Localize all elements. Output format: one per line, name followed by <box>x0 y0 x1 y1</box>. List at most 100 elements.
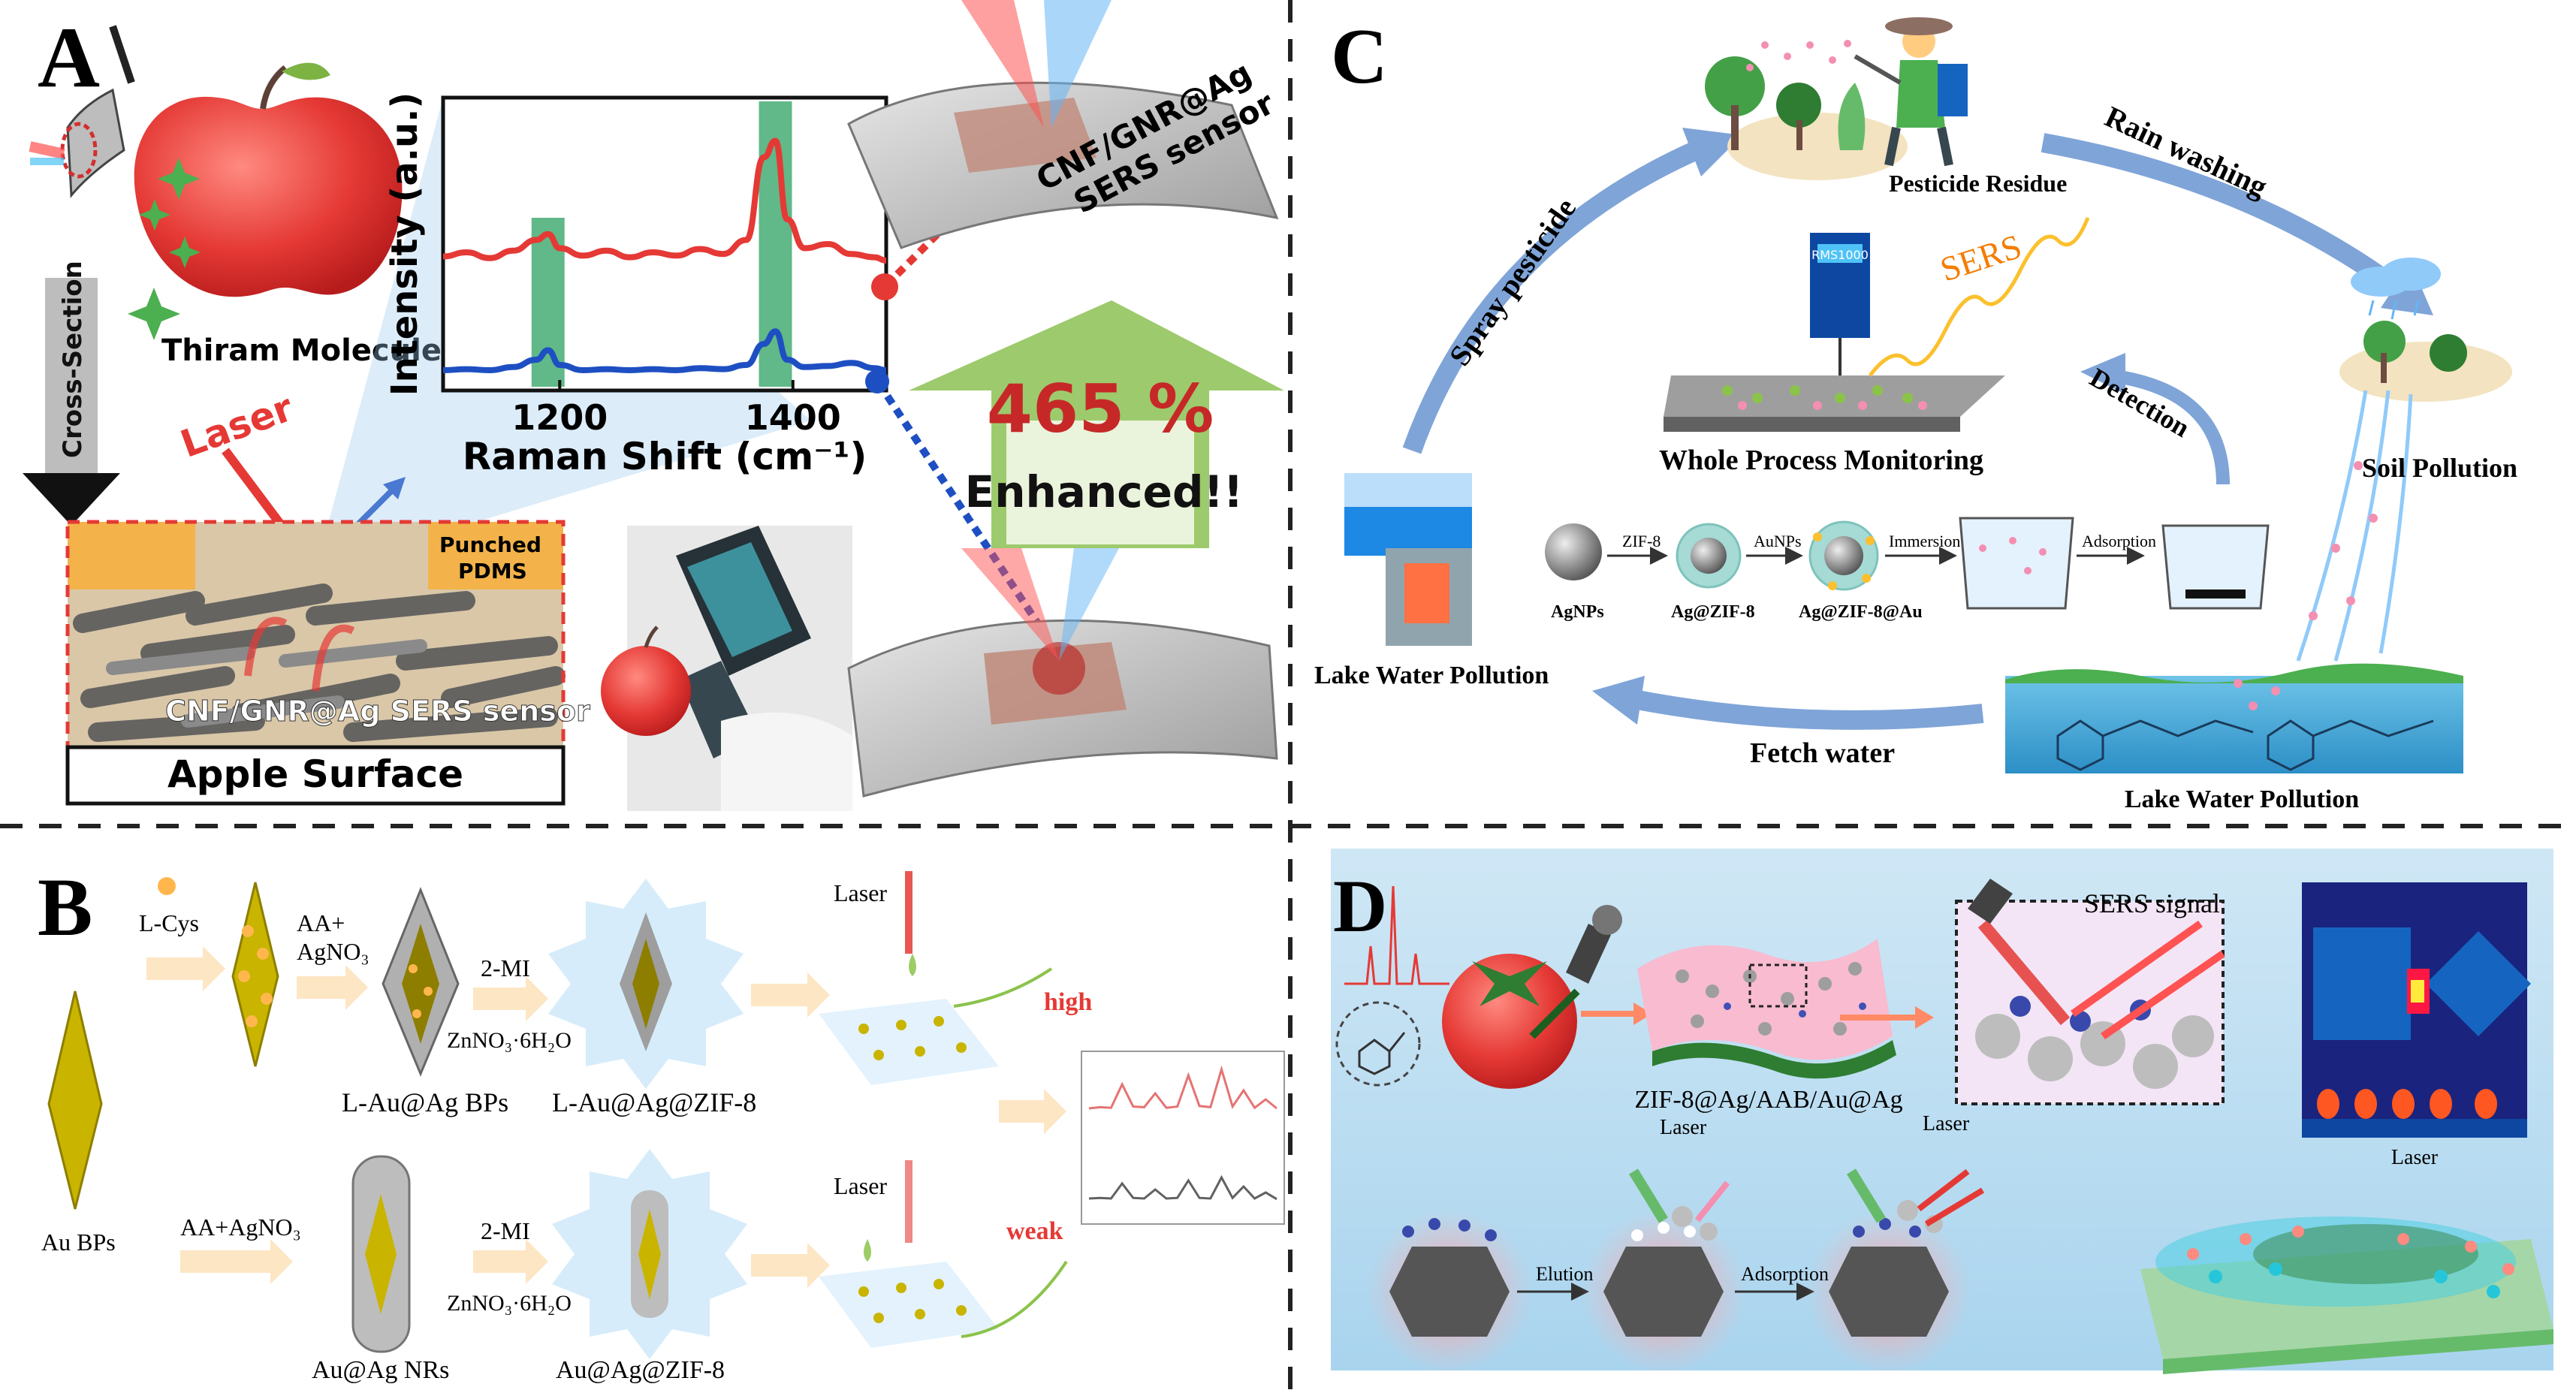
au-bps-label: Au BPs <box>41 1229 116 1256</box>
panel-c: C Spray pesticide Rain washing Detection… <box>1314 12 2517 813</box>
substrate-bottom <box>819 1262 999 1348</box>
apple-icon <box>134 62 403 297</box>
pesticide-residue-label: Pesticide Residue <box>1889 170 2067 197</box>
aa-agno3-top-line1: AA+ <box>297 909 345 936</box>
panel-a: A Thiram Molecule Cross-Section <box>23 0 1284 811</box>
aunps-label: AuNPs <box>1754 532 1802 550</box>
enhance-percent: 465 % <box>987 370 1214 448</box>
fetch-water-label: Fetch water <box>1750 737 1895 769</box>
raman-chart-xlabel: Raman Shift (cm⁻¹) <box>463 435 867 478</box>
laser-probe-d <box>1566 905 1622 984</box>
two-mi-top-label: 2-MI <box>481 954 530 981</box>
aa-agno3-top-line2: AgNO₃ <box>297 938 369 965</box>
panel-d-letter: D <box>1333 864 1387 948</box>
raman-tick-label-1200: 1200 <box>511 397 608 438</box>
cross-section-sensor-label: CNF/GNR@Ag SERS sensor <box>165 695 590 728</box>
aa-agno3-bottom-label: AA+AgNO₃ <box>180 1214 301 1241</box>
substrate-top <box>819 999 999 1085</box>
field-map <box>2302 882 2531 1138</box>
spray-pesticide-arrow <box>1402 137 1709 454</box>
sers-label: SERS <box>1935 227 2026 288</box>
mini-spectrum-d <box>1344 885 1449 985</box>
ag-zif8-au-label: Ag@ZIF-8@Au <box>1799 602 1923 622</box>
spray-pesticide-label: Spray pesticide <box>1443 191 1583 372</box>
two-mi-bottom-label: 2-MI <box>481 1217 530 1244</box>
raman-chart: 1200 1400 Intensity (a.u.) Raman Shift (c… <box>384 92 888 478</box>
adsorption-label-c: Adsorption <box>2082 532 2156 550</box>
laser-label-d3: Laser <box>2391 1146 2439 1169</box>
enhancement-arrow <box>909 300 1284 548</box>
sers-signal-label: SERS signal <box>2084 888 2220 918</box>
au-bp-icon <box>47 990 103 1210</box>
apple-surface-box <box>65 745 566 806</box>
punched-pdms-line1: Punched <box>439 532 541 557</box>
detection-arrow <box>2109 369 2230 485</box>
elution-sequence <box>1367 1168 1985 1374</box>
rms-label: RMS1000 <box>1811 248 1869 262</box>
laser-top-label: Laser <box>834 879 887 906</box>
mini-series-1 <box>1088 1174 1277 1201</box>
laser-bottom-beam <box>905 1160 912 1243</box>
panel-c-letter: C <box>1331 12 1388 100</box>
zif8-label: ZIF-8 <box>1622 532 1661 550</box>
thiram-molecule-label: Thiram Molecule <box>161 333 442 368</box>
enhanced-text: Enhanced!! <box>965 466 1244 517</box>
cross-section-label: Cross-Section <box>58 261 88 458</box>
panel-b-letter: B <box>38 861 92 953</box>
l-cys-label: L-Cys <box>139 909 199 936</box>
adsorption-label-d: Adsorption <box>1741 1263 1829 1285</box>
panel-b: B L-Cys AA+ AgNO₃ 2-MI ZnNO₃·6H₂O L-Au@A… <box>38 861 1285 1384</box>
farmer-scene <box>1705 17 1968 180</box>
cross-section-box: Punched PDMS CNF/GNR@Ag SERS sensor <box>65 520 590 749</box>
laser-label-d1: Laser <box>1660 1116 1707 1139</box>
punched-pdms-line2: PDMS <box>458 559 527 583</box>
panel-d: D ZIF-8@Ag/AAB/Au@Ag Laser <box>1331 849 2553 1374</box>
au-ag-zif8-label: Au@Ag@ZIF-8 <box>556 1356 725 1384</box>
au-ag-zif8 <box>552 1149 747 1359</box>
synthesis-strip <box>1545 517 2270 610</box>
raman-chart-ylabel: Intensity (a.u.) <box>384 92 426 396</box>
l-au-ag-bps-label: L-Au@Ag BPs <box>342 1087 508 1117</box>
raman-series-0 <box>442 137 887 264</box>
soil-scene <box>2296 258 2512 662</box>
high-label: high <box>1044 988 1092 1016</box>
l-au-ag-zif8 <box>548 879 744 1089</box>
lake-water-photo <box>1344 473 1472 646</box>
lake-water-scene <box>2005 663 2463 773</box>
laser-bottom-label: Laser <box>834 1172 887 1199</box>
au-ag-nr <box>351 1155 411 1353</box>
tomato-icon <box>1442 954 1580 1089</box>
raman-chart-frame <box>441 95 888 393</box>
substrate-sheet-d <box>1637 939 1896 1079</box>
substrate-3d-d <box>2140 1217 2553 1374</box>
sensor-sheet-top: CNF/GNR@Ag SERS sensor <box>847 0 1280 249</box>
agnps-label: AgNPs <box>1551 602 1604 622</box>
fetch-water-arrow <box>1627 689 1984 730</box>
laser-label-d2: Laser <box>1923 1112 1970 1135</box>
immersion-label: Immersion <box>1889 532 1960 550</box>
au-ag-nrs-label: Au@Ag NRs <box>312 1356 449 1384</box>
l-cys-bipyramid <box>231 882 279 1067</box>
ag-zif8-label: Ag@ZIF-8 <box>1671 602 1755 622</box>
raman-series-1 <box>442 328 887 374</box>
mini-spectrum-chart <box>1081 1051 1285 1225</box>
znno3-top-label: ZnNO₃·6H₂O <box>447 1028 572 1053</box>
handheld-raman-device <box>601 526 852 811</box>
molecule-circle <box>1335 1001 1421 1087</box>
l-au-ag-bp <box>382 886 460 1077</box>
raman-tick-label-1400: 1400 <box>745 397 841 438</box>
lake-water-bottom-label: Lake Water Pollution <box>2125 785 2359 813</box>
lake-water-left-label: Lake Water Pollution <box>1314 662 1549 689</box>
substrate-label-d: ZIF-8@Ag/AAB/Au@Ag <box>1634 1086 1902 1114</box>
laser-label-a: Laser <box>175 386 299 466</box>
zoom-box-d <box>1955 879 2225 1105</box>
elution-label: Elution <box>1536 1263 1594 1285</box>
znno3-bottom-label: ZnNO₃·6H₂O <box>447 1291 572 1316</box>
raman-spectrometer: RMS1000 <box>1664 217 2090 432</box>
mini-series-0 <box>1088 1065 1277 1110</box>
sensor-sheet-bottom <box>847 548 1278 798</box>
soil-pollution-label: Soil Pollution <box>2362 453 2517 483</box>
panel-a-letter: A <box>38 10 100 105</box>
weak-label: weak <box>1006 1217 1063 1245</box>
